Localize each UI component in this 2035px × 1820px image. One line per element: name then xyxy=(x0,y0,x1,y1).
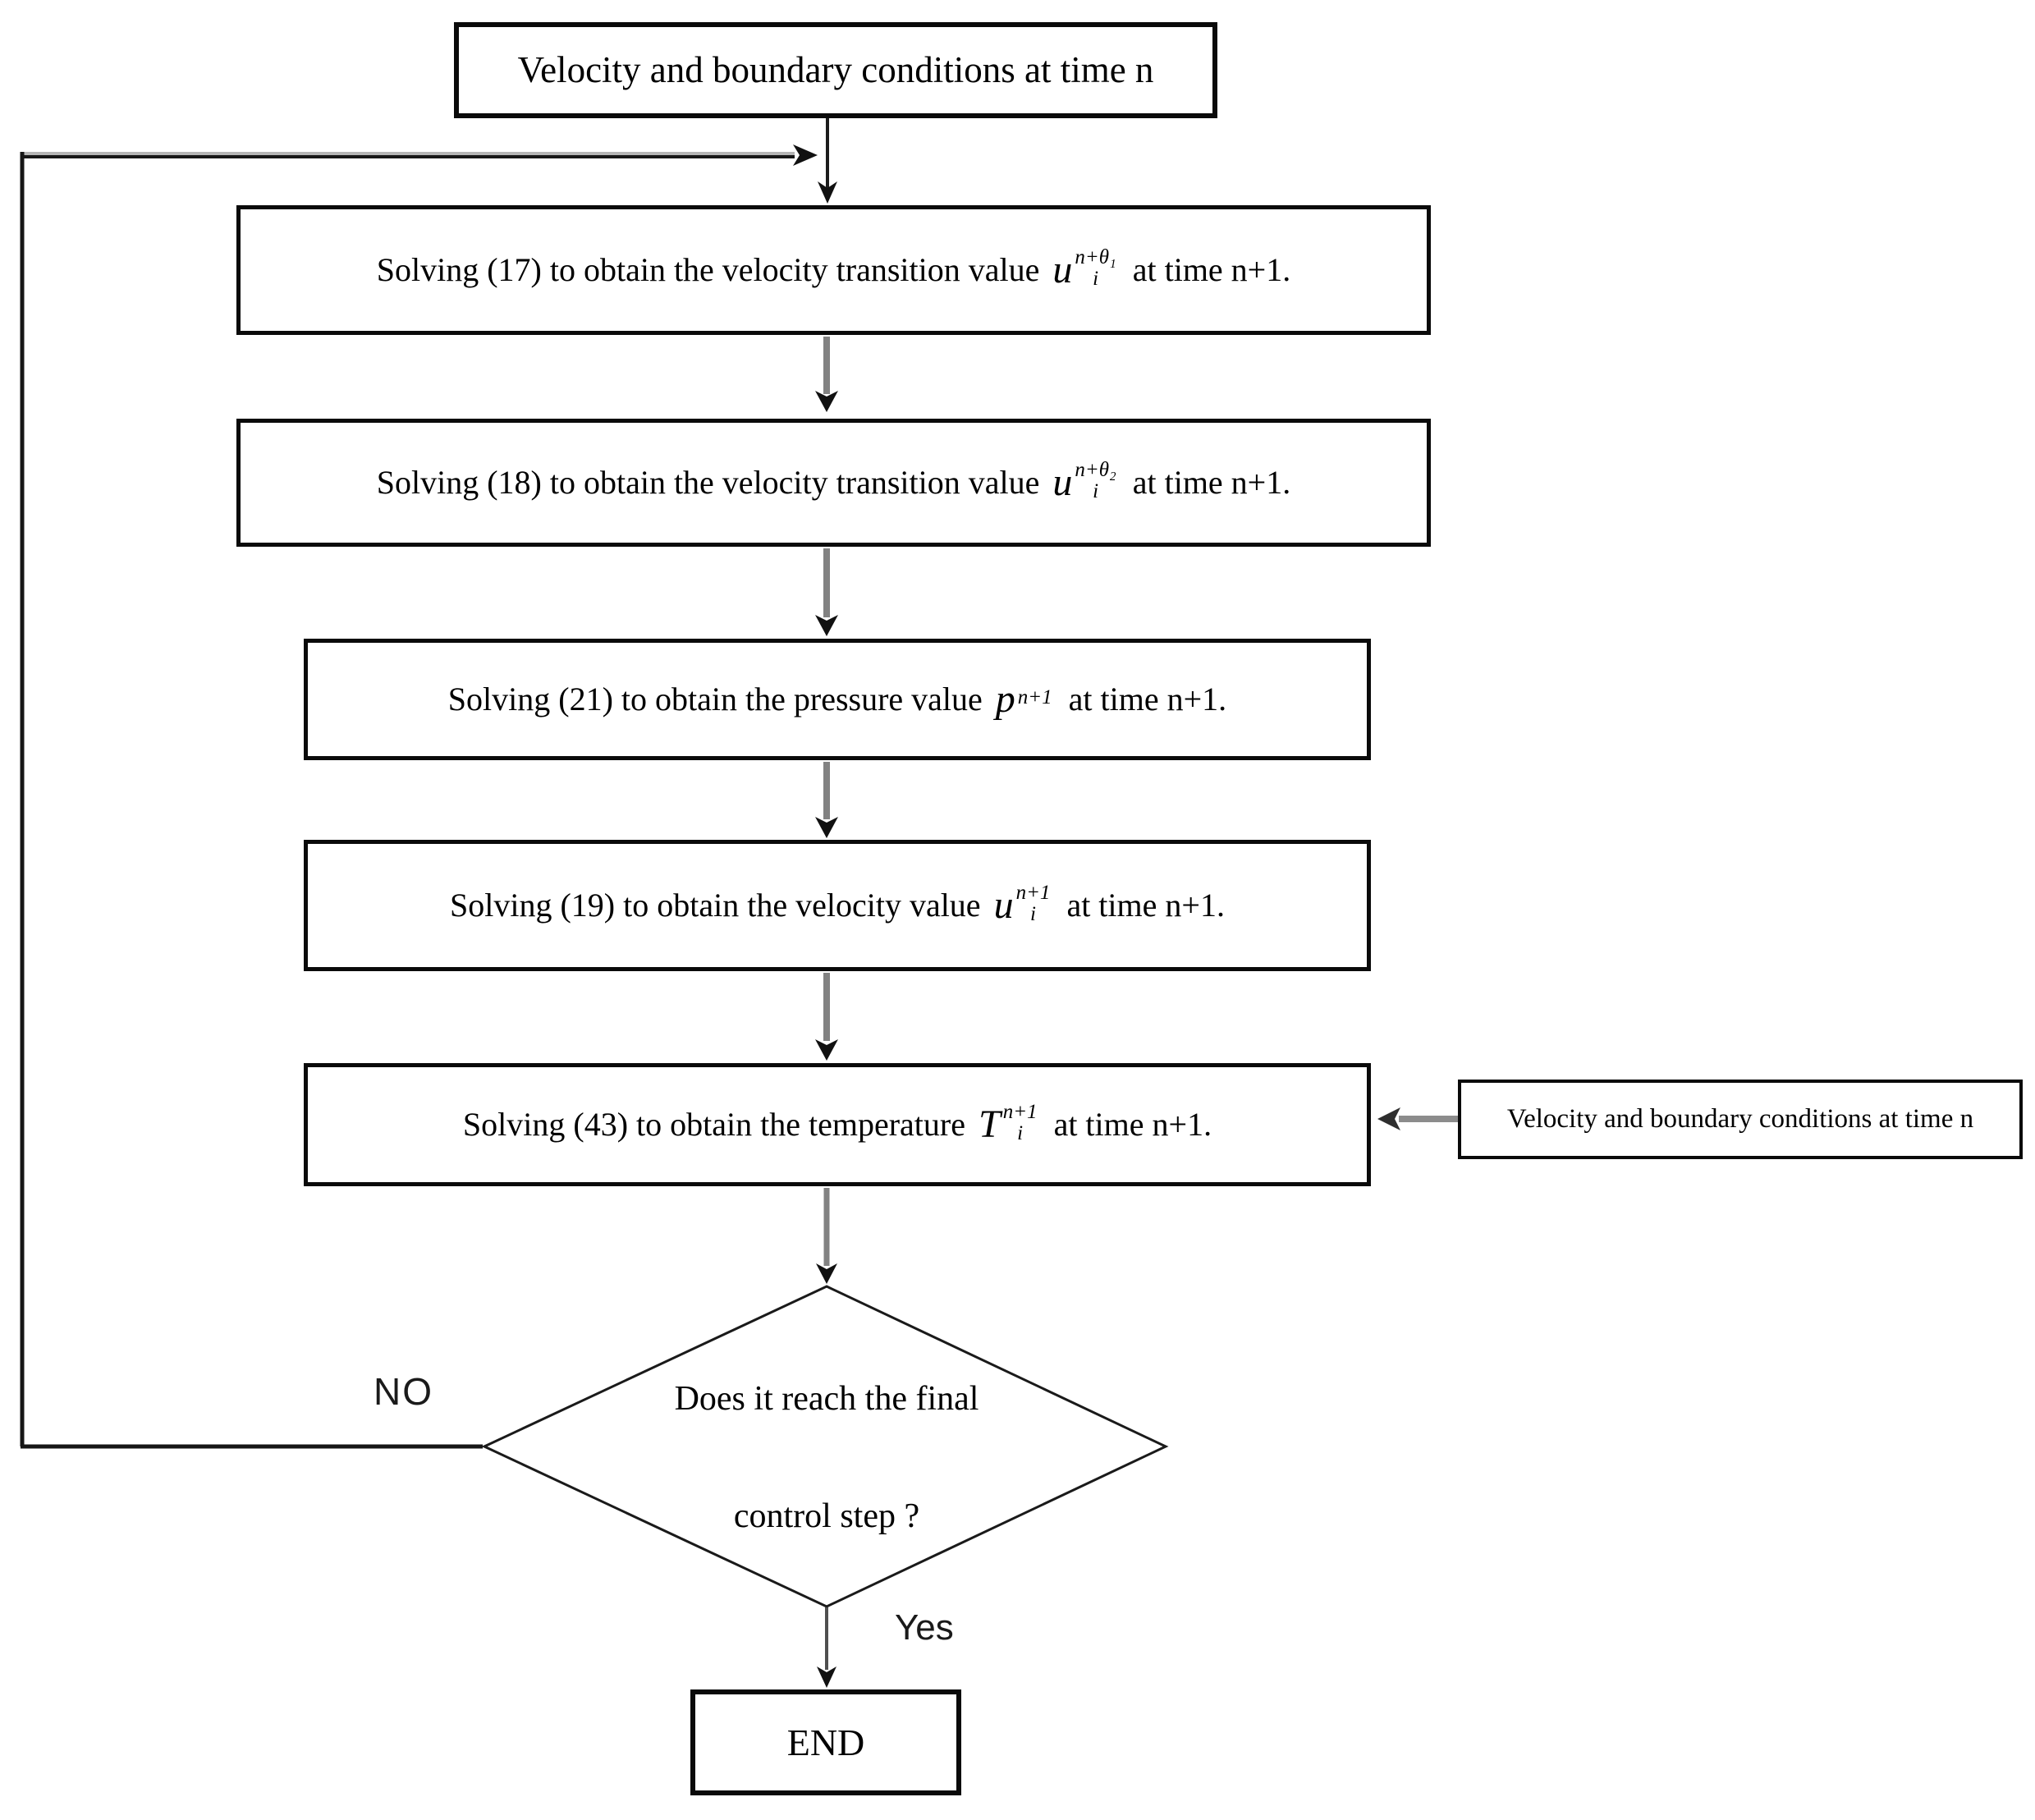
step3-formula-scripts: n+1 xyxy=(1017,685,1052,708)
decision-label-line1: Does it reach the final xyxy=(674,1380,979,1418)
step2-prefix: Solving (18) to obtain the velocity tran… xyxy=(376,464,1040,501)
step3-formula-base: p xyxy=(995,677,1015,721)
step-box-solve-18: Solving (18) to obtain the velocity tran… xyxy=(236,419,1431,547)
step3-suffix: at time n+1. xyxy=(1068,681,1227,717)
step4-formula-sup: n+1 xyxy=(1015,881,1051,904)
step4-formula-base: u xyxy=(993,883,1014,927)
step1-formula-sup: n+θ₁ xyxy=(1075,245,1116,268)
step1-formula-base: u xyxy=(1052,248,1073,291)
arrow-step5-to-decision-head xyxy=(816,1263,837,1284)
step4-prefix: Solving (19) to obtain the velocity valu… xyxy=(450,887,981,924)
step5-formula-sub: i xyxy=(1017,1122,1024,1144)
step4-formula-sub: i xyxy=(1030,903,1036,925)
arrow-start-to-step1-head xyxy=(818,181,837,204)
branch-label-no: NO xyxy=(374,1370,433,1413)
arrow-step2-to-step3-head xyxy=(815,615,838,636)
decision-label-line2: control step ? xyxy=(733,1497,920,1535)
step3-formula-sup: n+1 xyxy=(1017,685,1052,708)
step2-suffix: at time n+1. xyxy=(1132,464,1291,501)
arrow-sidebox-to-step5-head xyxy=(1377,1107,1400,1130)
step3-prefix: Solving (21) to obtain the pressure valu… xyxy=(447,681,983,717)
step5-formula-base: T xyxy=(978,1103,1001,1146)
arrow-decision-to-end-head xyxy=(817,1666,836,1688)
branch-label-yes: Yes xyxy=(895,1607,954,1648)
step1-prefix: Solving (17) to obtain the velocity tran… xyxy=(376,251,1040,288)
step5-suffix: at time n+1. xyxy=(1053,1106,1212,1143)
arrow-step3-to-step4-head xyxy=(815,817,838,838)
step-box-solve-17: Solving (17) to obtain the velocity tran… xyxy=(236,205,1431,335)
decision-label: Does it reach the final control step ? xyxy=(580,1341,1073,1575)
step-box-solve-43: Solving (43) to obtain the temperature T… xyxy=(304,1063,1371,1186)
arrow-step1-to-step2-head xyxy=(815,391,838,412)
step4-suffix: at time n+1. xyxy=(1066,887,1225,924)
arrow-step4-to-step5-head xyxy=(815,1039,838,1061)
step2-formula-sup: n+θ₂ xyxy=(1075,458,1116,481)
step2-formula-sub: i xyxy=(1093,480,1099,502)
end-box: END xyxy=(690,1689,961,1795)
decision-diamond-shape xyxy=(481,1285,1169,1608)
start-box-label: Velocity and boundary conditions at time… xyxy=(517,49,1154,91)
feedback-top-arrowhead xyxy=(793,144,818,166)
step-box-solve-19: Solving (19) to obtain the velocity valu… xyxy=(304,840,1371,971)
step2-formula-base: u xyxy=(1052,461,1073,504)
start-box: Velocity and boundary conditions at time… xyxy=(454,22,1217,118)
step5-prefix: Solving (43) to obtain the temperature xyxy=(462,1106,965,1143)
side-input-box: Velocity and boundary conditions at time… xyxy=(1458,1080,2023,1159)
step5-formula-sup: n+1 xyxy=(1002,1100,1038,1123)
step1-formula-sub: i xyxy=(1093,268,1099,290)
step-box-solve-21: Solving (21) to obtain the pressure valu… xyxy=(304,639,1371,760)
side-input-box-label: Velocity and boundary conditions at time… xyxy=(1506,1103,1974,1134)
end-box-label: END xyxy=(786,1721,865,1763)
step1-suffix: at time n+1. xyxy=(1132,251,1291,288)
